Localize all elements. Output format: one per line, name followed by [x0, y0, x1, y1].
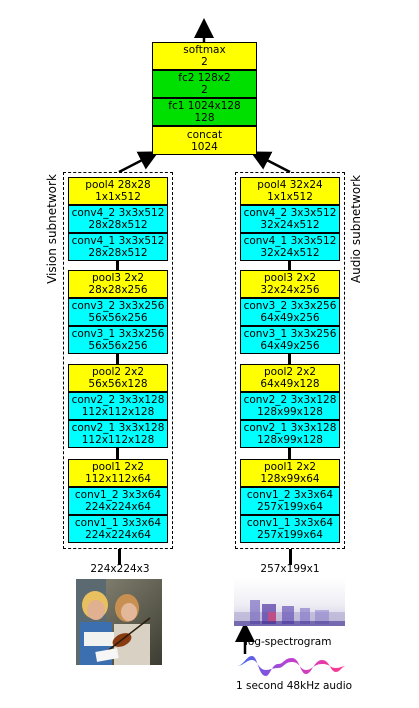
- vision-group-connector: [116, 261, 119, 270]
- vision-subnetwork-label: Vision subnetwork: [45, 174, 59, 284]
- vision-subnetwork-frame: [63, 172, 173, 549]
- vision-to-concat-arrow: [118, 151, 159, 174]
- audio-subnetwork-frame: [235, 172, 345, 549]
- audio-group-connector: [288, 261, 291, 270]
- spectrogram-label: log-spectrogram: [245, 636, 332, 648]
- audio-to-concat-arrow: [250, 151, 291, 174]
- audio-group-connector: [288, 448, 291, 459]
- vision-group-connector: [116, 448, 119, 459]
- audio-input-shape: 257x199x1: [260, 563, 320, 575]
- audio-input-connector: [289, 549, 292, 565]
- audio-input-label: 1 second 48kHz audio: [235, 680, 353, 692]
- audio-group-connector: [288, 354, 291, 364]
- audio-subnetwork-label: Audio subnetwork: [349, 174, 363, 284]
- vision-input-connector: [118, 549, 121, 565]
- vision-group-connector: [116, 354, 119, 364]
- vision-input-shape: 224x224x3: [90, 563, 150, 575]
